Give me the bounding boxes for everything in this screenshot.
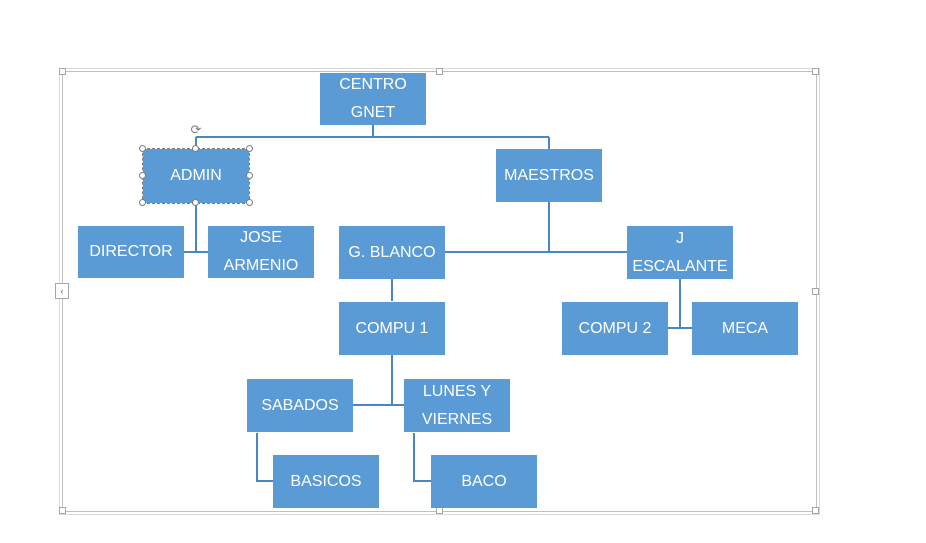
selection-handle-top-center[interactable] [192,145,199,152]
node-baco[interactable]: BACO [431,455,537,508]
connector-admin-staff [184,203,208,253]
node-meca[interactable]: MECA [692,302,798,355]
text-pane-expand-icon[interactable]: ‹ [55,283,69,299]
node-basicos[interactable]: BASICOS [273,455,379,508]
node-j-escalante[interactable]: J ESCALANTE [627,226,733,279]
frame-handle-bottom-left[interactable] [59,507,66,514]
node-maestros[interactable]: MAESTROS [496,149,602,202]
node-centro-gnet[interactable]: CENTRO GNET [320,73,426,125]
frame-handle-top-right[interactable] [812,68,819,75]
connector-compu1-schedules [353,355,404,406]
frame-handle-top-center[interactable] [436,68,443,75]
frame-handle-top-left[interactable] [59,68,66,75]
connector-sabados-basicos [256,433,273,482]
frame-handle-bottom-right[interactable] [812,507,819,514]
selection-handle-bottom-right[interactable] [246,199,253,206]
node-compu-2[interactable]: COMPU 2 [562,302,668,355]
node-director[interactable]: DIRECTOR [78,226,184,278]
node-compu-1[interactable]: COMPU 1 [339,302,445,355]
connector-centro-admin-maestros [195,125,550,149]
selection-handle-middle-right[interactable] [246,172,253,179]
rotate-handle-icon[interactable]: ⟳ [190,122,202,137]
connector-jescalante-classes [668,279,692,329]
selection-handle-top-right[interactable] [246,145,253,152]
selection-handle-middle-left[interactable] [139,172,146,179]
selection-handle-bottom-center[interactable] [192,199,199,206]
node-sabados[interactable]: SABADOS [247,379,353,432]
frame-handle-right-middle[interactable] [812,288,819,295]
connector-maestros-teachers [445,202,627,253]
node-lunes-viernes[interactable]: LUNES Y VIERNES [404,379,510,432]
node-g-blanco[interactable]: G. BLANCO [339,226,445,279]
connector-lunes-baco [413,433,431,482]
selection-handle-bottom-left[interactable] [139,199,146,206]
node-jose-armenio[interactable]: JOSE ARMENIO [208,226,314,278]
node-admin[interactable]: ADMIN [142,148,250,204]
selection-handle-top-left[interactable] [139,145,146,152]
